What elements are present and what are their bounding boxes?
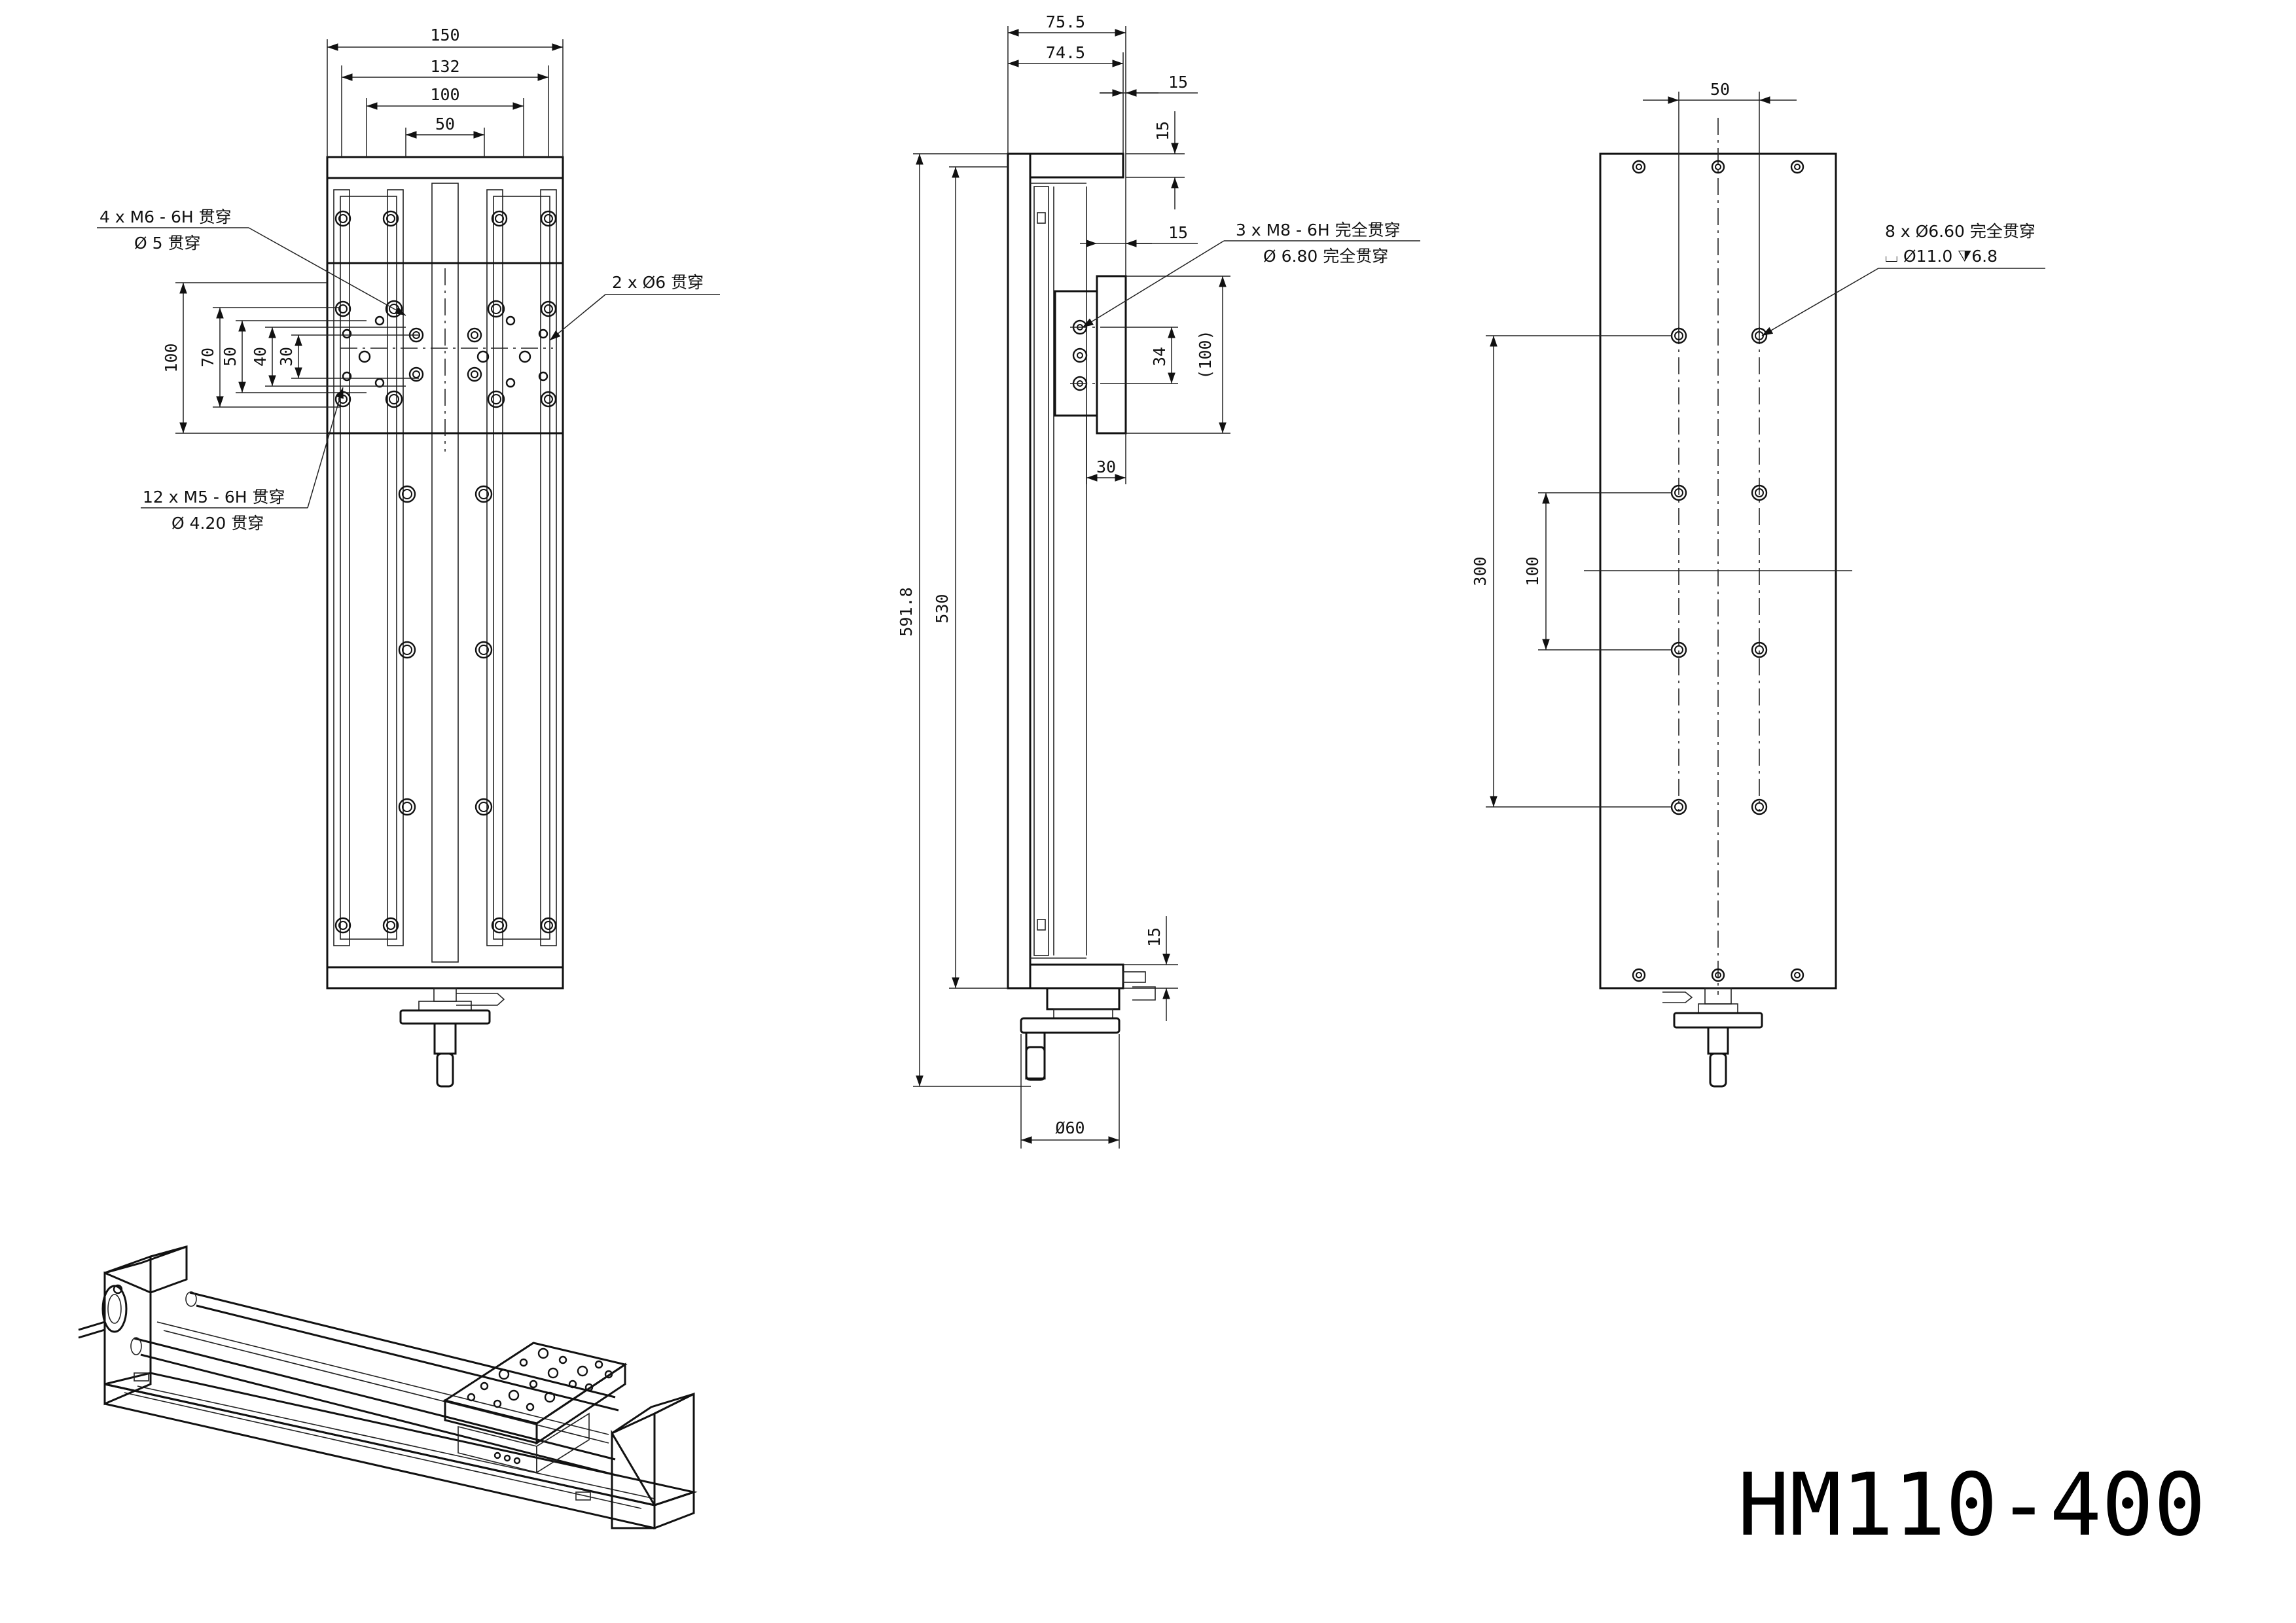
callout-m5-line1: 12 x M5 - 6H 贯穿 xyxy=(143,488,285,507)
callout-m8: 3 x M8 - 6H 完全贯穿 Ø 6.80 完全贯穿 xyxy=(1082,221,1420,328)
callout-m6-line2: Ø 5 贯穿 xyxy=(134,234,200,253)
bottom-handwheel xyxy=(1662,988,1763,1088)
dim-100: 100 xyxy=(430,85,459,104)
model-number: HM110-400 xyxy=(1738,1455,2206,1556)
dim-h100: 100 xyxy=(162,343,181,372)
side-rail xyxy=(1033,186,1049,956)
callout-m5: 12 x M5 - 6H 贯穿 Ø 4.20 贯穿 xyxy=(141,387,344,533)
side-carriage xyxy=(1054,290,1098,417)
dim-100-ref: (100) xyxy=(1196,330,1215,379)
carriage-holes xyxy=(334,300,557,408)
callout-m6-line1: 4 x M6 - 6H 贯穿 xyxy=(99,207,232,226)
side-top-dimensions: 75.5 74.5 15 15 15 xyxy=(1007,12,1198,276)
dim-530: 530 xyxy=(933,594,952,623)
bottom-dimensions: 50 300 100 xyxy=(1471,80,1797,808)
bottom-counterbore-holes xyxy=(1670,327,1768,815)
front-height-dimensions: 100 70 50 40 30 xyxy=(162,282,419,434)
dim-bottom-100: 100 xyxy=(1523,556,1542,586)
front-handwheel xyxy=(399,988,505,1088)
iso-carriage xyxy=(442,1342,628,1474)
front-view: 150 132 100 50 100 70 xyxy=(97,26,720,1088)
side-base-plate xyxy=(1007,152,1031,990)
dim-75-5: 75.5 xyxy=(1046,12,1085,31)
callout-d6: 2 x Ø6 贯穿 xyxy=(549,273,720,341)
bottom-corner-holes xyxy=(1632,160,1804,982)
side-top-endplate xyxy=(1029,152,1124,179)
dim-dia-60: Ø60 xyxy=(1055,1118,1085,1137)
rail-screw-holes xyxy=(398,485,493,816)
dim-h50: 50 xyxy=(221,347,240,366)
left-rail xyxy=(333,189,404,946)
dim-50: 50 xyxy=(435,115,455,134)
rod-front xyxy=(134,1337,619,1477)
side-right-dimensions: 34 (100) 30 15 xyxy=(1086,276,1230,1021)
right-rail xyxy=(486,189,557,946)
side-left-dimensions: 591.8 530 xyxy=(897,153,1031,1087)
callout-counterbore-line2: ⌴ Ø11.0 ⧩6.8 xyxy=(1885,247,1998,266)
dim-h40: 40 xyxy=(251,347,270,366)
dim-132: 132 xyxy=(430,57,459,76)
dim-right-15b: 15 xyxy=(1168,223,1188,242)
side-bottom-endplate xyxy=(1029,963,1124,990)
dim-591-8: 591.8 xyxy=(897,587,916,636)
dim-h30: 30 xyxy=(277,347,296,366)
callout-m8-line1: 3 x M8 - 6H 完全贯穿 xyxy=(1236,221,1401,240)
center-screw-channel xyxy=(431,183,459,963)
callout-d6-line1: 2 x Ø6 贯穿 xyxy=(612,273,704,292)
dim-h70: 70 xyxy=(198,348,217,367)
callout-m5-line2: Ø 4.20 贯穿 xyxy=(171,514,264,533)
dim-bottom-15: 15 xyxy=(1145,927,1164,947)
side-view: 75.5 74.5 15 15 15 34 xyxy=(897,12,1420,1149)
side-carriage-plate xyxy=(1096,275,1127,435)
dim-30: 30 xyxy=(1096,457,1116,476)
callout-m6: 4 x M6 - 6H 贯穿 Ø 5 贯穿 xyxy=(97,207,406,316)
front-width-dimensions: 150 132 100 50 xyxy=(327,26,564,157)
dim-bottom-50: 50 xyxy=(1710,80,1730,99)
bottom-view: 50 300 100 8 x Ø6.60 完全贯穿 ⌴ Ø11.0 ⧩6.8 xyxy=(1471,80,2045,1088)
iso-handwheel xyxy=(78,1284,128,1339)
callout-counterbore: 8 x Ø6.60 完全贯穿 ⌴ Ø11.0 ⧩6.8 xyxy=(1761,222,2045,336)
corner-holes xyxy=(334,210,557,934)
side-diameter-dimension: Ø60 xyxy=(1020,1034,1120,1149)
callout-m8-line2: Ø 6.80 完全贯穿 xyxy=(1263,247,1388,266)
dim-right-15a: 15 xyxy=(1153,121,1172,141)
rod-back xyxy=(189,1291,619,1412)
dim-top-15: 15 xyxy=(1168,73,1188,92)
dim-150: 150 xyxy=(430,26,459,45)
dim-300: 300 xyxy=(1471,556,1490,586)
dim-34: 34 xyxy=(1150,347,1169,366)
dim-74-5: 74.5 xyxy=(1046,43,1085,62)
isometric-view xyxy=(78,1245,698,1530)
callout-counterbore-line1: 8 x Ø6.60 完全贯穿 xyxy=(1885,222,2036,241)
side-handwheel xyxy=(1020,971,1156,1081)
